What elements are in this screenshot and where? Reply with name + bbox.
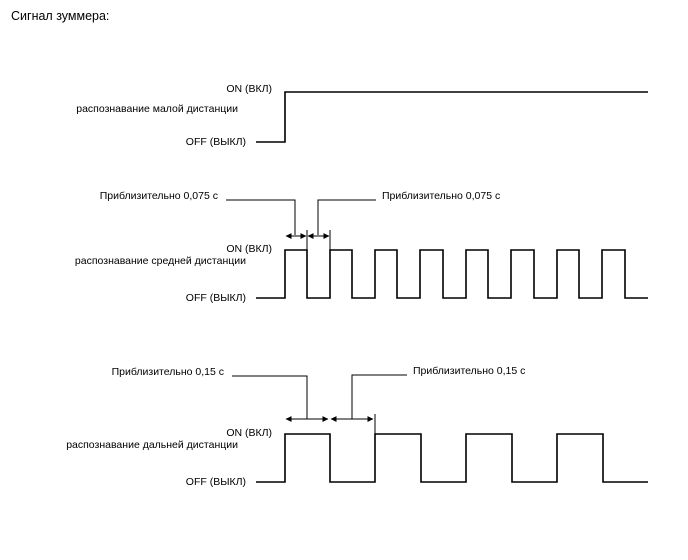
long-on-duration-label: Приблизительно 0,15 с [112,366,224,378]
long-off-duration-leader [351,374,407,419]
long-distance-section: Приблизительно 0,15 с Приблизительно 0,1… [66,365,648,488]
short-on-label: ON (ВКЛ) [226,83,272,95]
long-on-duration-leader [232,375,308,419]
long-off-duration-label: Приблизительно 0,15 с [413,365,525,377]
short-off-label: OFF (ВЫКЛ) [186,136,246,148]
long-distance-waveform [256,433,648,483]
medium-on-label: ON (ВКЛ) [226,243,272,255]
diagram-title: Сигнал зуммера: [11,9,109,23]
long-distance-label: распознавание дальней дистанции [66,439,238,451]
short-distance-section: ON (ВКЛ) распознавание малой дистанции O… [76,83,648,148]
medium-distance-label: распознавание средней дистанции [75,255,246,267]
medium-off-label: OFF (ВЫКЛ) [186,292,246,304]
short-distance-waveform [256,91,648,143]
medium-on-duration-label: Приблизительно 0,075 с [100,190,218,202]
medium-off-duration-leader [317,199,376,235]
medium-off-duration-label: Приблизительно 0,075 с [382,190,500,202]
medium-on-duration-leader [226,199,296,235]
medium-distance-section: Приблизительно 0,075 с Приблизительно 0,… [75,190,648,304]
long-off-label: OFF (ВЫКЛ) [186,476,246,488]
long-on-label: ON (ВКЛ) [226,427,272,439]
medium-distance-waveform [256,249,648,299]
short-distance-label: распознавание малой дистанции [76,103,238,115]
